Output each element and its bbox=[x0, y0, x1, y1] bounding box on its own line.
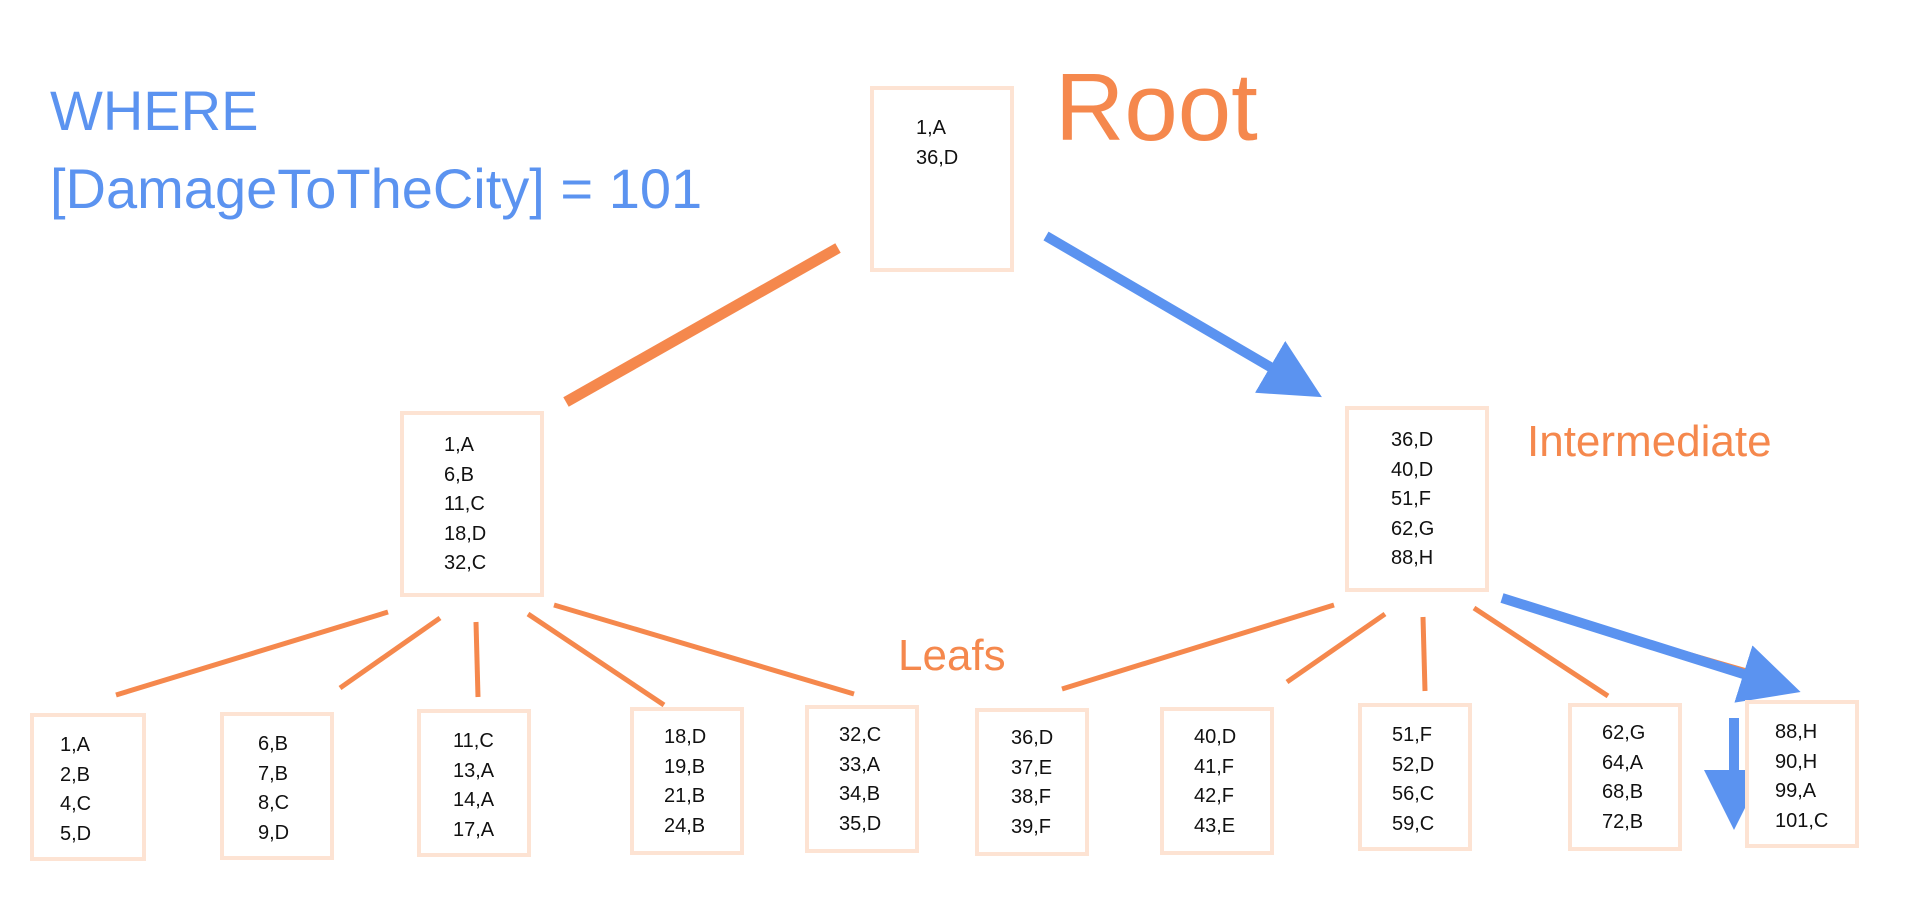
query-text: WHERE [DamageToTheCity] = 101 bbox=[50, 72, 702, 228]
leaf-node-entries: 51,F 52,D 56,C 59,C bbox=[1392, 721, 1434, 839]
intermediate-node-left-entries: 1,A 6,B 11,C 18,D 32,C bbox=[444, 431, 486, 579]
node-entry: 11,C bbox=[453, 730, 494, 752]
node-entry: 41,F bbox=[1194, 755, 1235, 778]
node-entry: 62,G bbox=[1391, 517, 1435, 540]
node-entry: 99,A bbox=[1775, 780, 1817, 802]
node-entry: 40,D bbox=[1194, 726, 1237, 748]
node-entry: 68,B bbox=[1602, 781, 1644, 803]
node-entry: 62,G bbox=[1602, 722, 1646, 744]
node-entry: 4,C bbox=[60, 793, 92, 815]
edge-root-to-intermediate-left bbox=[563, 243, 841, 407]
leaf-node-entries: 18,D 19,B 21,B 24,B bbox=[664, 723, 706, 841]
node-entry: 40,D bbox=[1391, 458, 1434, 481]
node-entry: 42,F bbox=[1194, 785, 1235, 807]
leaf-node-entries: 6,B 7,B 8,C 9,D bbox=[258, 730, 289, 848]
node-entry: 11,C bbox=[444, 493, 485, 515]
node-entry: 56,C bbox=[1392, 783, 1435, 805]
node-entry: 52,D bbox=[1392, 753, 1435, 776]
leaf-node-4: 18,D 19,B 21,B 24,B bbox=[630, 707, 744, 855]
leaf-node-entries: 32,C 33,A 34,B 35,D bbox=[839, 721, 881, 839]
node-entry: 33,A bbox=[839, 753, 881, 776]
edge-intermediate-left-to-leaf-5 bbox=[553, 602, 855, 697]
leaf-node-2: 6,B 7,B 8,C 9,D bbox=[220, 712, 334, 860]
leaf-node-7: 40,D 41,F 42,F 43,E bbox=[1160, 707, 1274, 855]
node-entry: 35,D bbox=[839, 812, 882, 835]
node-entry: 43,E bbox=[1194, 814, 1236, 837]
leaf-node-5: 32,C 33,A 34,B 35,D bbox=[805, 705, 919, 853]
node-entry: 1,A bbox=[916, 117, 947, 139]
root-node: 1,A 36,D bbox=[870, 86, 1014, 272]
leaf-node-entries: 1,A 2,B 4,C 5,D bbox=[60, 731, 91, 849]
node-entry: 21,B bbox=[664, 785, 706, 807]
node-entry: 72,B bbox=[1602, 810, 1644, 833]
node-entry: 8,C bbox=[258, 792, 290, 814]
root-node-entries: 1,A 36,D bbox=[916, 114, 958, 173]
node-entry: 1,A bbox=[60, 734, 91, 756]
node-entry: 9,D bbox=[258, 821, 290, 844]
leaf-node-entries: 36,D 37,E 38,F 39,F bbox=[1011, 724, 1053, 842]
node-entry: 88,H bbox=[1775, 721, 1818, 743]
node-entry: 36,D bbox=[916, 146, 959, 169]
node-entry: 88,H bbox=[1391, 547, 1434, 569]
node-entry: 51,F bbox=[1392, 724, 1433, 746]
node-entry: 17,A bbox=[453, 818, 495, 841]
edge-intermediate-left-to-leaf-1 bbox=[115, 609, 389, 698]
leafs-label: Leafs bbox=[898, 631, 1006, 680]
arrow-root-to-intermediate-right bbox=[1043, 231, 1322, 398]
node-entry: 24,B bbox=[664, 814, 706, 837]
node-entry: 19,B bbox=[664, 755, 706, 778]
node-entry: 18,D bbox=[664, 726, 707, 748]
root-label: Root bbox=[1055, 54, 1258, 161]
node-entry: 36,D bbox=[1391, 429, 1434, 451]
node-entry: 90,H bbox=[1775, 750, 1818, 773]
node-entry: 34,B bbox=[839, 783, 881, 805]
node-entry: 36,D bbox=[1011, 727, 1054, 749]
edge-intermediate-left-to-leaf-2 bbox=[338, 615, 442, 691]
intermediate-node-left: 1,A 6,B 11,C 18,D 32,C bbox=[400, 411, 544, 597]
intermediate-label: Intermediate bbox=[1527, 417, 1772, 466]
query-line-condition: [DamageToTheCity] = 101 bbox=[50, 157, 703, 220]
leaf-node-entries: 62,G 64,A 68,B 72,B bbox=[1602, 719, 1645, 837]
leaf-node-3: 11,C 13,A 14,A 17,A bbox=[417, 709, 531, 857]
leaf-node-1: 1,A 2,B 4,C 5,D bbox=[30, 713, 146, 861]
node-entry: 5,D bbox=[60, 822, 92, 845]
node-entry: 18,D bbox=[444, 522, 487, 545]
leaf-node-10-target: 88,H 90,H 99,A 101,C bbox=[1745, 700, 1859, 848]
edge-intermediate-right-to-leaf-7 bbox=[1285, 611, 1387, 685]
node-entry: 6,B bbox=[444, 463, 475, 486]
intermediate-node-right-entries: 36,D 40,D 51,F 62,G 88,H bbox=[1391, 426, 1434, 574]
node-entry: 6,B bbox=[258, 733, 289, 755]
query-line-where: WHERE bbox=[50, 79, 259, 142]
leaf-node-entries: 88,H 90,H 99,A 101,C bbox=[1775, 718, 1828, 836]
node-entry: 1,A bbox=[444, 434, 475, 456]
leaf-node-8: 51,F 52,D 56,C 59,C bbox=[1358, 703, 1472, 851]
leaf-node-6: 36,D 37,E 38,F 39,F bbox=[975, 708, 1089, 856]
node-entry: 39,F bbox=[1011, 815, 1052, 838]
leaf-node-entries: 40,D 41,F 42,F 43,E bbox=[1194, 723, 1236, 841]
node-entry: 32,C bbox=[444, 552, 487, 574]
edge-intermediate-right-to-leaf-8 bbox=[1420, 616, 1428, 692]
edge-intermediate-right-to-leaf-9 bbox=[1472, 605, 1610, 699]
edge-intermediate-left-to-leaf-3 bbox=[473, 621, 481, 698]
node-entry: 101,C bbox=[1775, 809, 1829, 832]
intermediate-node-right: 36,D 40,D 51,F 62,G 88,H bbox=[1345, 406, 1489, 592]
node-entry: 38,F bbox=[1011, 786, 1052, 808]
node-entry: 59,C bbox=[1392, 812, 1435, 835]
node-entry: 7,B bbox=[258, 762, 289, 785]
node-entry: 64,A bbox=[1602, 751, 1644, 774]
edge-intermediate-left-to-leaf-4 bbox=[526, 611, 666, 708]
leaf-node-entries: 11,C 13,A 14,A 17,A bbox=[453, 727, 494, 845]
leaf-node-9: 62,G 64,A 68,B 72,B bbox=[1568, 703, 1682, 851]
node-entry: 2,B bbox=[60, 763, 91, 786]
node-entry: 51,F bbox=[1391, 488, 1432, 510]
node-entry: 32,C bbox=[839, 724, 882, 746]
node-entry: 14,A bbox=[453, 789, 495, 811]
edge-intermediate-right-to-leaf-6 bbox=[1061, 602, 1335, 692]
arrow-intermediate-right-to-leaf-10 bbox=[1500, 593, 1801, 703]
node-entry: 13,A bbox=[453, 759, 495, 782]
node-entry: 37,E bbox=[1011, 756, 1053, 779]
